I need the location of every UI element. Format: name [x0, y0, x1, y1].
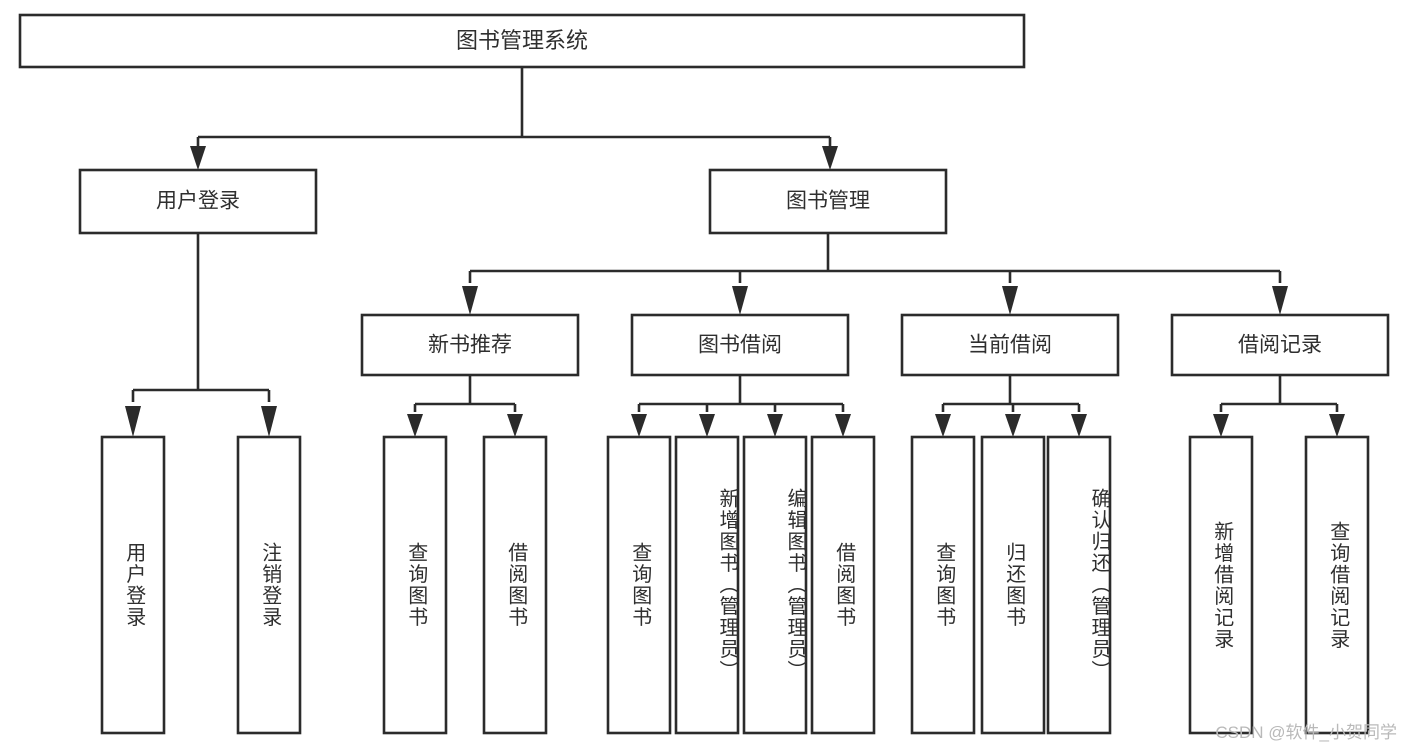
leaf-box[interactable] — [236, 435, 302, 735]
connector-current-borrow-to-leaves — [935, 375, 1087, 437]
connector-new-book-rec-to-leaves — [407, 375, 523, 437]
node-new-book-recommend[interactable]: 新书推荐 — [360, 313, 580, 377]
leaf-box[interactable] — [810, 435, 876, 735]
node-book-management-label: 图书管理 — [786, 190, 870, 213]
leaf-boxes — [100, 435, 1370, 735]
leaf-box[interactable] — [910, 435, 976, 735]
connector-user-login-to-leaves — [125, 233, 277, 437]
leaf-box[interactable] — [674, 435, 740, 735]
node-borrow-record-label: 借阅记录 — [1238, 334, 1322, 357]
leaf-box[interactable] — [100, 435, 166, 735]
leaf-box[interactable] — [1304, 435, 1370, 735]
connector-book-borrow-to-leaves — [631, 375, 851, 437]
watermark-text: CSDN @软件_小贺同学 — [1215, 723, 1397, 742]
connector-book-mgmt-to-level3 — [462, 233, 1288, 315]
leaf-box[interactable] — [606, 435, 672, 735]
leaf-box[interactable] — [1188, 435, 1254, 735]
node-user-login[interactable]: 用户登录 — [78, 168, 318, 235]
node-root-system[interactable]: 图书管理系统 — [18, 13, 1026, 69]
node-book-borrow[interactable]: 图书借阅 — [630, 313, 850, 377]
node-current-borrow-label: 当前借阅 — [968, 334, 1052, 357]
node-book-borrow-label: 图书借阅 — [698, 334, 782, 357]
node-current-borrow[interactable]: 当前借阅 — [900, 313, 1120, 377]
leaf-box[interactable] — [742, 435, 808, 735]
connector-borrow-record-to-leaves — [1213, 375, 1345, 437]
leaf-box[interactable] — [482, 435, 548, 735]
node-root-system-label: 图书管理系统 — [456, 28, 588, 53]
node-new-book-recommend-label: 新书推荐 — [428, 334, 512, 357]
connector-root-to-level2 — [190, 67, 838, 170]
leaf-box[interactable] — [980, 435, 1046, 735]
leaf-box[interactable] — [1046, 435, 1112, 735]
leaf-box[interactable] — [382, 435, 448, 735]
node-user-login-label: 用户登录 — [156, 190, 240, 213]
node-borrow-record[interactable]: 借阅记录 — [1170, 313, 1390, 377]
node-book-management[interactable]: 图书管理 — [708, 168, 948, 235]
